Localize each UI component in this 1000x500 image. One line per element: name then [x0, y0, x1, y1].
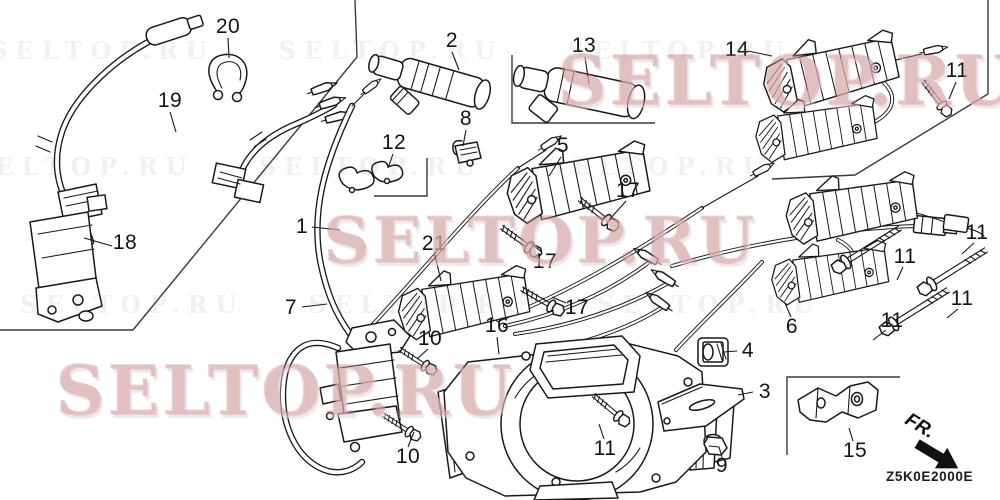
bracket-15 — [797, 381, 879, 423]
spark-plug-cap-13 — [512, 64, 646, 123]
bolt-17b — [497, 221, 546, 262]
plate-3 — [657, 383, 745, 432]
leader-lines — [83, 37, 975, 458]
bolt-10a — [395, 343, 440, 379]
bolt-11-long-2 — [914, 242, 991, 299]
clip-20 — [208, 53, 248, 103]
clamp-8 — [452, 139, 482, 167]
ignition-coil-18 — [29, 183, 108, 323]
clips-12 — [338, 160, 404, 194]
diagram-code: Z5K0E2000E — [886, 469, 974, 484]
ignition-coil-assembly — [319, 319, 411, 453]
wire-harness-19 — [35, 14, 354, 246]
frame-item12 — [374, 158, 428, 197]
fan-cover-16 — [437, 335, 735, 500]
spark-plug-wire-1 — [314, 75, 384, 346]
coil-unit-5 — [498, 126, 657, 228]
coil-unit-14 — [754, 16, 906, 116]
bolt-11-long-3 — [876, 282, 953, 339]
coil-unit-right-mid — [779, 158, 924, 248]
frame-item15 — [786, 376, 900, 455]
separator-right — [771, 0, 989, 180]
grommet-4 — [697, 337, 729, 367]
bolt-9 — [703, 433, 728, 456]
spark-plug-wire-7 — [279, 339, 366, 476]
spark-plug-cap-2 — [368, 53, 492, 115]
frame-item13 — [511, 55, 655, 124]
fr-label: FR. — [901, 409, 938, 443]
coil-unit-21 — [391, 252, 537, 343]
